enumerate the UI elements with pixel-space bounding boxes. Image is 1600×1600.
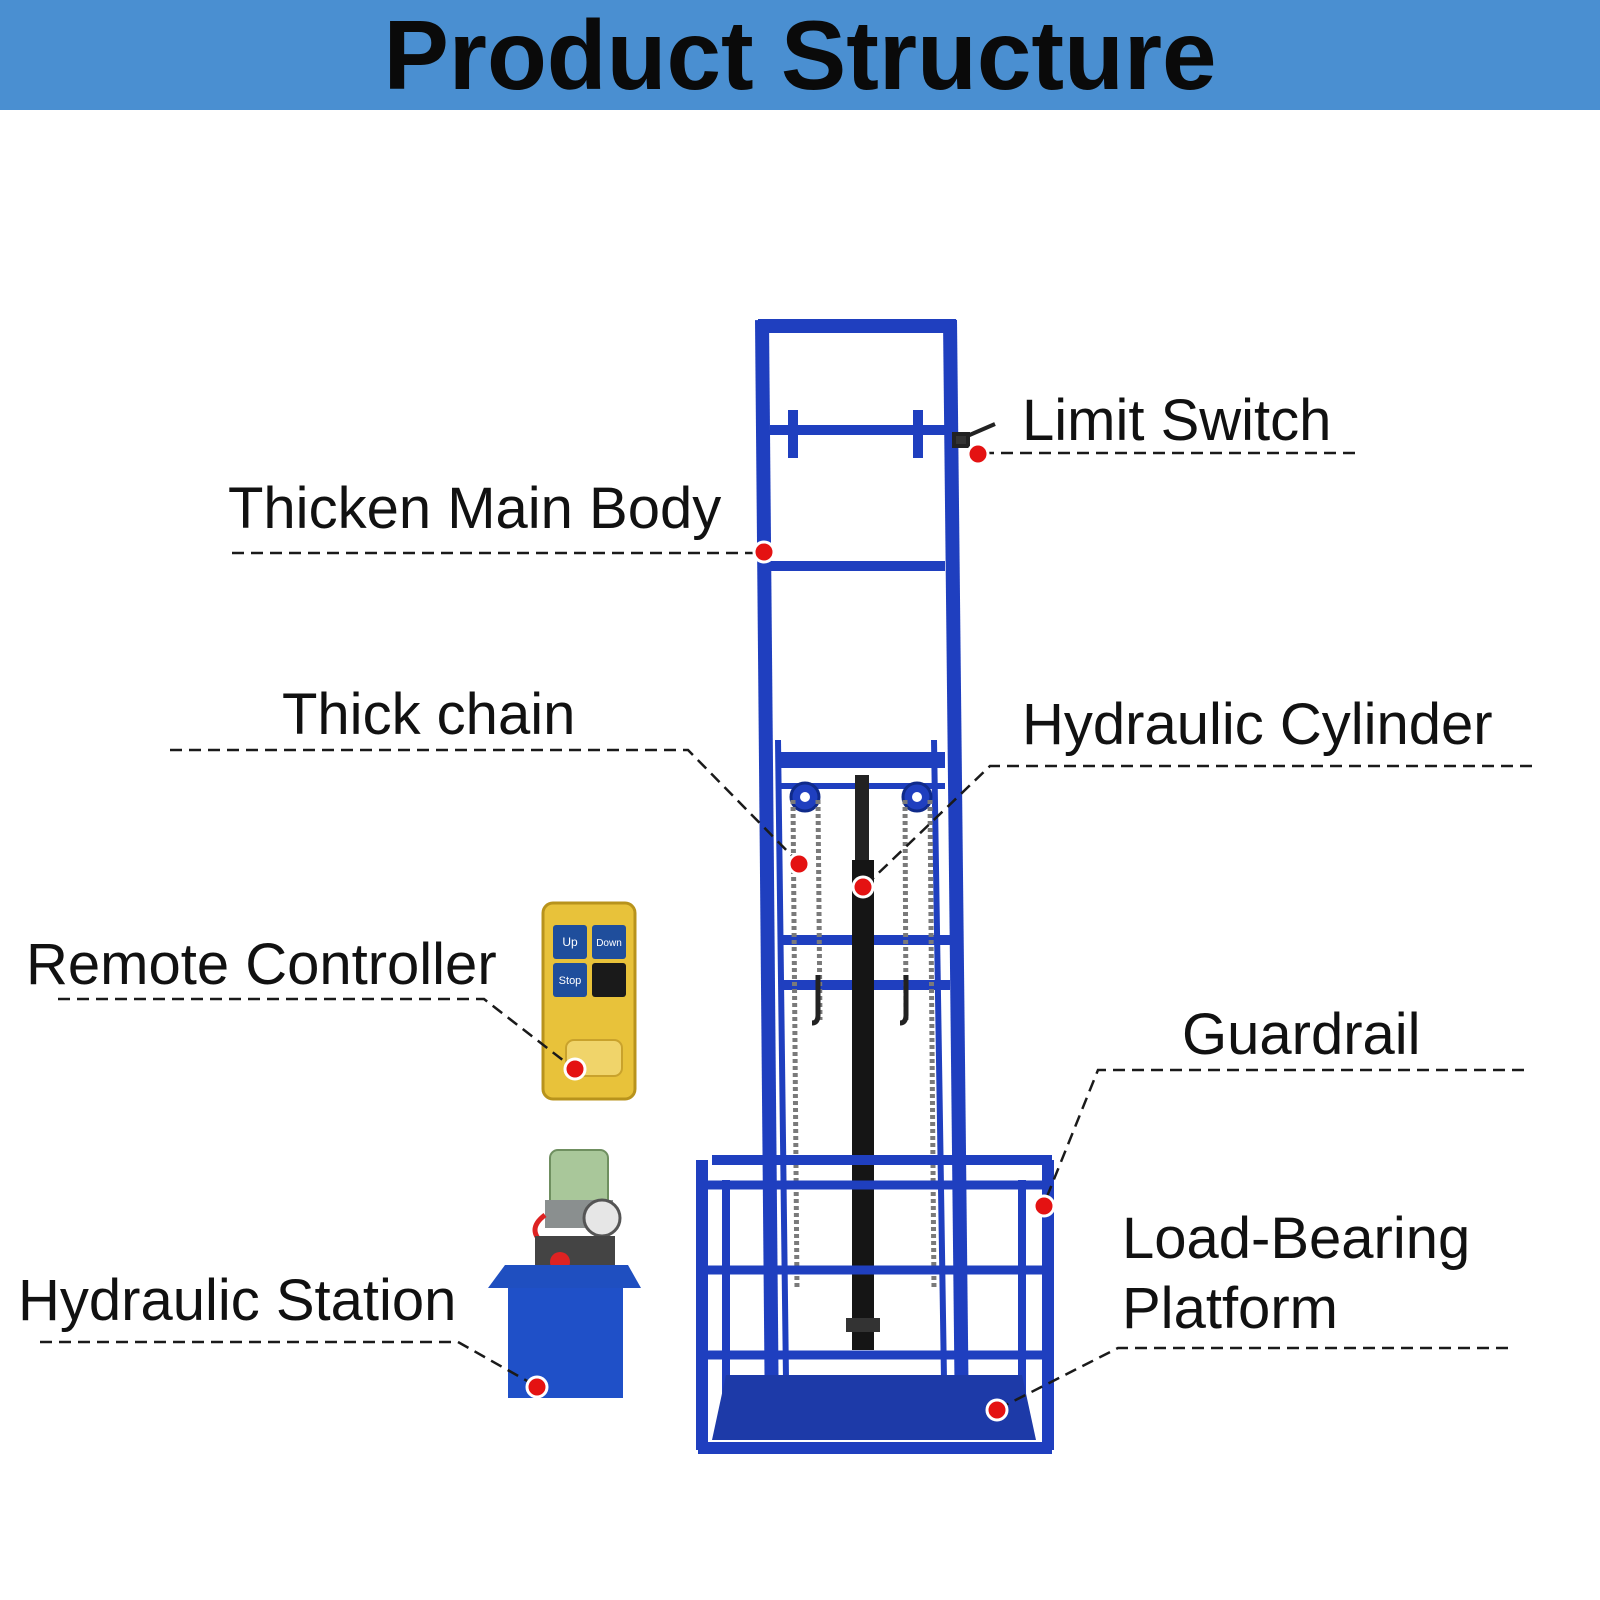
- label-platform-line2: Platform: [1122, 1276, 1338, 1341]
- main-body-frame: [755, 319, 969, 1431]
- label-cylinder: Hydraulic Cylinder: [1022, 692, 1493, 757]
- chain-hooks: [811, 975, 909, 1026]
- title-banner: Product Structure: [0, 0, 1600, 110]
- marker-remote: [563, 1057, 587, 1081]
- label-remote: Remote Controller: [26, 932, 497, 997]
- label-platform-line1: Load-Bearing: [1122, 1206, 1471, 1271]
- remote-down-label: Down: [596, 938, 622, 949]
- marker-cylinder: [851, 875, 875, 899]
- limit-switch-part: [952, 422, 996, 448]
- marker-main-body: [752, 540, 776, 564]
- remote-stop-label: Stop: [559, 975, 582, 987]
- marker-platform: [985, 1398, 1009, 1422]
- remote-controller-device: Up Down Stop: [541, 901, 637, 1101]
- page-title: Product Structure: [383, 0, 1217, 110]
- platform-floor: [712, 1375, 1036, 1440]
- label-chain: Thick chain: [282, 682, 576, 747]
- callout-markers: [525, 442, 1056, 1422]
- hydraulic-station-device: [488, 1149, 641, 1398]
- marker-limit-switch: [966, 442, 990, 466]
- cylinder-rod: [846, 775, 880, 1350]
- label-guardrail: Guardrail: [1182, 1002, 1421, 1067]
- label-main-body: Thicken Main Body: [228, 476, 722, 541]
- remote-up-label: Up: [562, 935, 578, 949]
- label-station: Hydraulic Station: [18, 1268, 457, 1333]
- label-limit-switch: Limit Switch: [1022, 388, 1332, 453]
- sprockets: [789, 781, 933, 813]
- marker-station: [525, 1375, 549, 1399]
- leader-lines: [40, 451, 1532, 1412]
- marker-chain: [787, 852, 811, 876]
- marker-guardrail: [1032, 1194, 1056, 1218]
